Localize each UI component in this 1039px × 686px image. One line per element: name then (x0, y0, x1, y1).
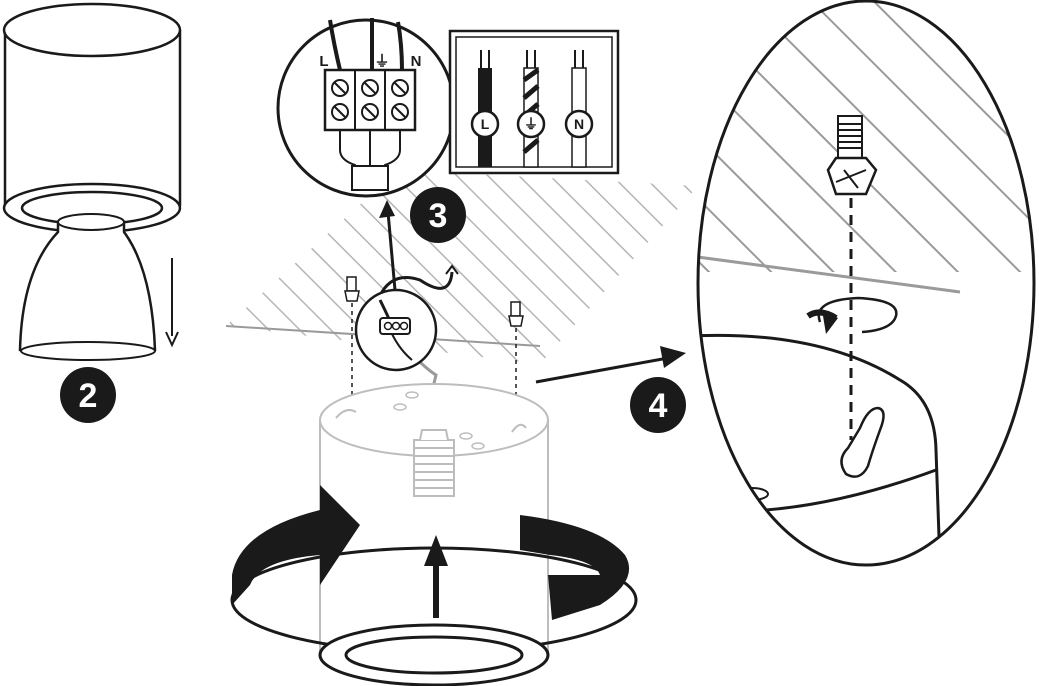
ceiling-screw-icon (826, 115, 878, 440)
wire-label-neutral: N (574, 116, 584, 132)
glass-diffuser-icon (18, 213, 157, 361)
wire-label-earth: ⏚ (524, 116, 538, 132)
rotation-arrow-icon (806, 296, 898, 334)
step-4-badge: 4 (630, 377, 686, 433)
ceiling-screw-icon (344, 276, 360, 402)
keyhole-slot-icon (840, 406, 885, 478)
step-2-badge: 2 (60, 367, 116, 423)
connector-detail-circle (354, 288, 438, 372)
svg-text:2: 2 (79, 377, 98, 415)
svg-text:3: 3 (429, 197, 448, 235)
ceiling-plane (225, 170, 698, 364)
terminal-block-icon: L ⏚ N (276, 18, 456, 198)
lamp-shade-icon (2, 2, 182, 234)
lamp-holder-icon (413, 429, 455, 497)
terminal-label-live: L (319, 53, 328, 70)
canopy-base (318, 623, 550, 686)
canopy-body (319, 383, 549, 656)
terminal-label-neutral: N (411, 53, 422, 70)
zoom-detail (696, 0, 1036, 567)
step-3-badge: 3 (410, 187, 466, 243)
pointer-arrow-icon (379, 200, 397, 291)
down-arrow-icon (165, 258, 179, 348)
pointer-arrow-icon (535, 346, 686, 384)
wire-label-live: L (481, 116, 490, 132)
svg-text:4: 4 (649, 387, 668, 425)
wire-legend-icon: L ⏚ N (448, 29, 620, 175)
up-arrow-icon (424, 535, 448, 618)
terminal-label-earth: ⏚ (374, 53, 389, 70)
